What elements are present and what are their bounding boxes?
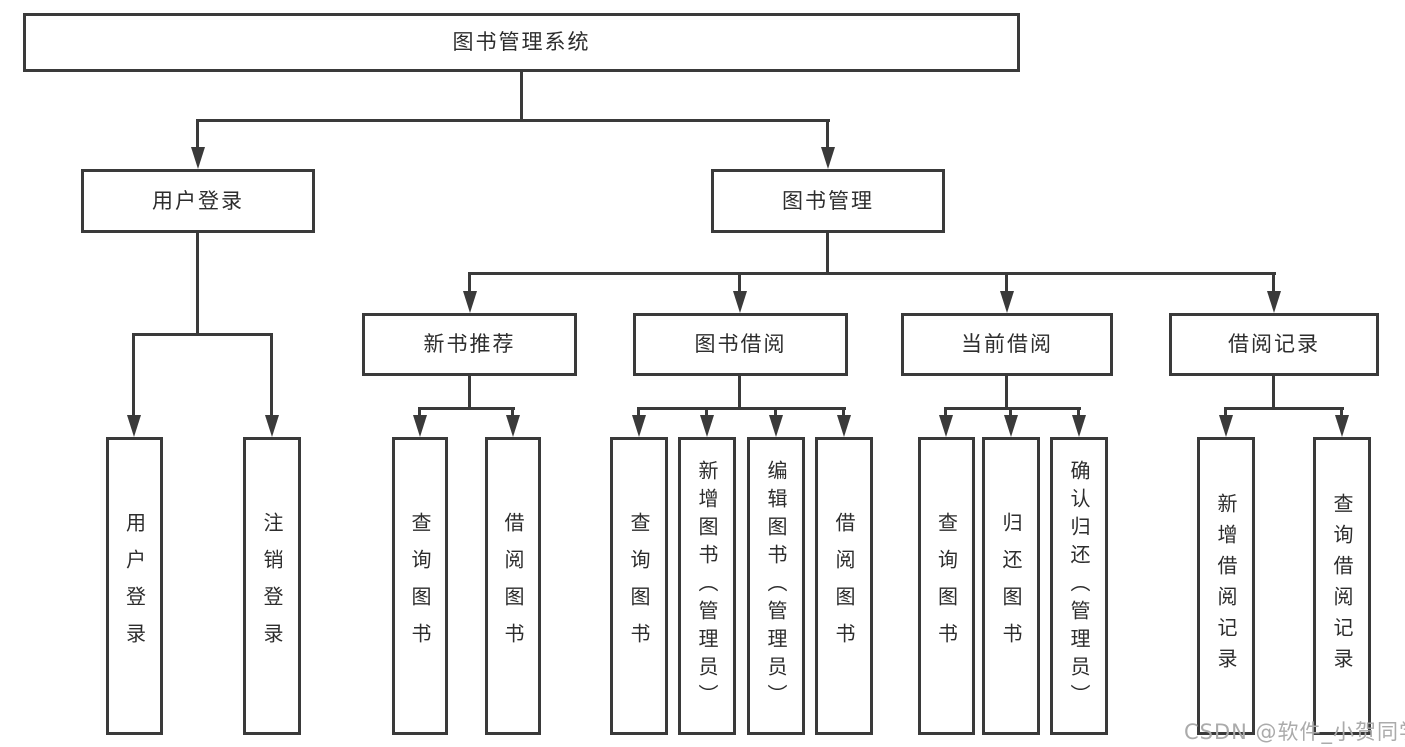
leaf-query-books-current: 查询图书 (918, 437, 975, 735)
leaf-add-books-admin-label: 新增图书（管理员） (695, 460, 719, 712)
node-book-management: 图书管理 (711, 169, 945, 233)
node-borrowing-records-label: 借阅记录 (1228, 332, 1320, 356)
node-book-borrowing-label: 图书借阅 (694, 332, 787, 356)
connector-recommend-trunk (468, 376, 471, 409)
connector-stem-recommend (468, 272, 471, 295)
leaf-confirm-return-admin: 确认归还（管理员） (1050, 437, 1108, 735)
leaf-query-books-borrow-label: 查询图书 (627, 512, 651, 660)
leaf-confirm-return-admin-label: 确认归还（管理员） (1067, 460, 1091, 712)
node-root: 图书管理系统 (23, 13, 1020, 72)
arrowhead-bor-add (700, 415, 714, 437)
connector-level3-branch (468, 272, 1276, 275)
connector-stem-current (1005, 272, 1008, 295)
connector-level2-branch (196, 119, 830, 122)
connector-stem-bor-borrow (842, 407, 845, 418)
connector-stem-bor-add (705, 407, 708, 418)
leaf-query-books-recommend: 查询图书 (392, 437, 448, 735)
arrowhead-recommend (463, 291, 477, 313)
connector-stem-leaf-user-login (132, 333, 135, 417)
leaf-borrow-books-recommend: 借阅图书 (485, 437, 541, 735)
connector-borrowing-branch (637, 407, 846, 410)
leaf-query-books-recommend-label: 查询图书 (408, 512, 432, 660)
connector-stem-rec-query-record (1340, 407, 1343, 418)
arrowhead-cur-return (1004, 415, 1018, 437)
connector-current-branch (944, 407, 1081, 410)
leaf-logout-login-label: 注销登录 (260, 512, 284, 660)
leaf-add-borrow-record-label: 新增借阅记录 (1214, 493, 1238, 679)
csdn-watermark: CSDN @软件_小贺同学 (1184, 720, 1405, 744)
node-user-login-label: 用户登录 (152, 188, 244, 213)
connector-recommend-branch (418, 407, 515, 410)
arrowhead-bor-borrow (837, 415, 851, 437)
node-new-book-recommendation-label: 新书推荐 (423, 332, 516, 356)
node-book-borrowing: 图书借阅 (633, 313, 848, 376)
arrowhead-borrowing (733, 291, 747, 313)
connector-book-mgmt-trunk (826, 233, 829, 275)
leaf-add-books-admin: 新增图书（管理员） (678, 437, 736, 735)
connector-stem-book-mgmt (826, 119, 829, 149)
connector-borrowing-trunk (738, 376, 741, 409)
arrowhead-leaf-logout (265, 415, 279, 437)
connector-user-login-branch (132, 333, 273, 336)
connector-stem-cur-query (944, 407, 947, 418)
connector-stem-cur-return (1009, 407, 1012, 418)
connector-records-branch (1224, 407, 1344, 410)
arrowhead-bor-edit (769, 415, 783, 437)
node-current-borrowing-label: 当前借阅 (961, 332, 1053, 356)
connector-stem-rec-borrow (511, 407, 514, 418)
connector-stem-borrowing (738, 272, 741, 295)
node-new-book-recommendation: 新书推荐 (362, 313, 577, 376)
arrowhead-records (1267, 291, 1281, 313)
node-current-borrowing: 当前借阅 (901, 313, 1113, 376)
leaf-query-books-borrow: 查询图书 (610, 437, 668, 735)
node-book-management-label: 图书管理 (782, 188, 874, 213)
leaf-edit-books-admin: 编辑图书（管理员） (747, 437, 805, 735)
leaf-query-borrow-record-label: 查询借阅记录 (1330, 493, 1354, 679)
connector-stem-bor-edit (774, 407, 777, 418)
leaf-query-books-current-label: 查询图书 (934, 512, 959, 660)
arrowhead-book-mgmt (821, 147, 835, 169)
node-user-login: 用户登录 (81, 169, 315, 233)
leaf-user-login-label: 用户登录 (122, 512, 147, 660)
node-root-label: 图书管理系统 (452, 30, 591, 54)
leaf-borrow-books-recommend-label: 借阅图书 (501, 512, 525, 660)
leaf-user-login: 用户登录 (106, 437, 163, 735)
connector-stem-rec-add-record (1224, 407, 1227, 418)
arrowhead-leaf-user-login (127, 415, 141, 437)
connector-stem-leaf-logout (270, 333, 273, 417)
leaf-edit-books-admin-label: 编辑图书（管理员） (764, 460, 788, 712)
connector-stem-bor-query (637, 407, 640, 418)
arrowhead-current (1000, 291, 1014, 313)
connector-stem-rec-query (418, 407, 421, 418)
arrowhead-user-login (191, 147, 205, 169)
connector-stem-cur-confirm (1077, 407, 1080, 418)
node-borrowing-records: 借阅记录 (1169, 313, 1379, 376)
leaf-borrow-books-label: 借阅图书 (832, 512, 856, 660)
leaf-return-books: 归还图书 (982, 437, 1040, 735)
leaf-add-borrow-record: 新增借阅记录 (1197, 437, 1255, 735)
arrowhead-bor-query (632, 415, 646, 437)
connector-records-trunk (1272, 376, 1275, 409)
connector-stem-user-login (196, 119, 199, 149)
connector-user-login-trunk (196, 233, 199, 336)
connector-root-trunk (520, 72, 523, 121)
arrowhead-rec-query (413, 415, 427, 437)
leaf-query-borrow-record: 查询借阅记录 (1313, 437, 1371, 735)
arrowhead-rec-add-record (1219, 415, 1233, 437)
arrowhead-rec-borrow (506, 415, 520, 437)
arrowhead-cur-confirm (1072, 415, 1086, 437)
leaf-borrow-books: 借阅图书 (815, 437, 873, 735)
arrowhead-cur-query (939, 415, 953, 437)
arrowhead-rec-query-record (1335, 415, 1349, 437)
leaf-return-books-label: 归还图书 (999, 512, 1023, 660)
leaf-logout-login: 注销登录 (243, 437, 301, 735)
connector-current-trunk (1005, 376, 1008, 409)
connector-stem-records (1272, 272, 1275, 295)
